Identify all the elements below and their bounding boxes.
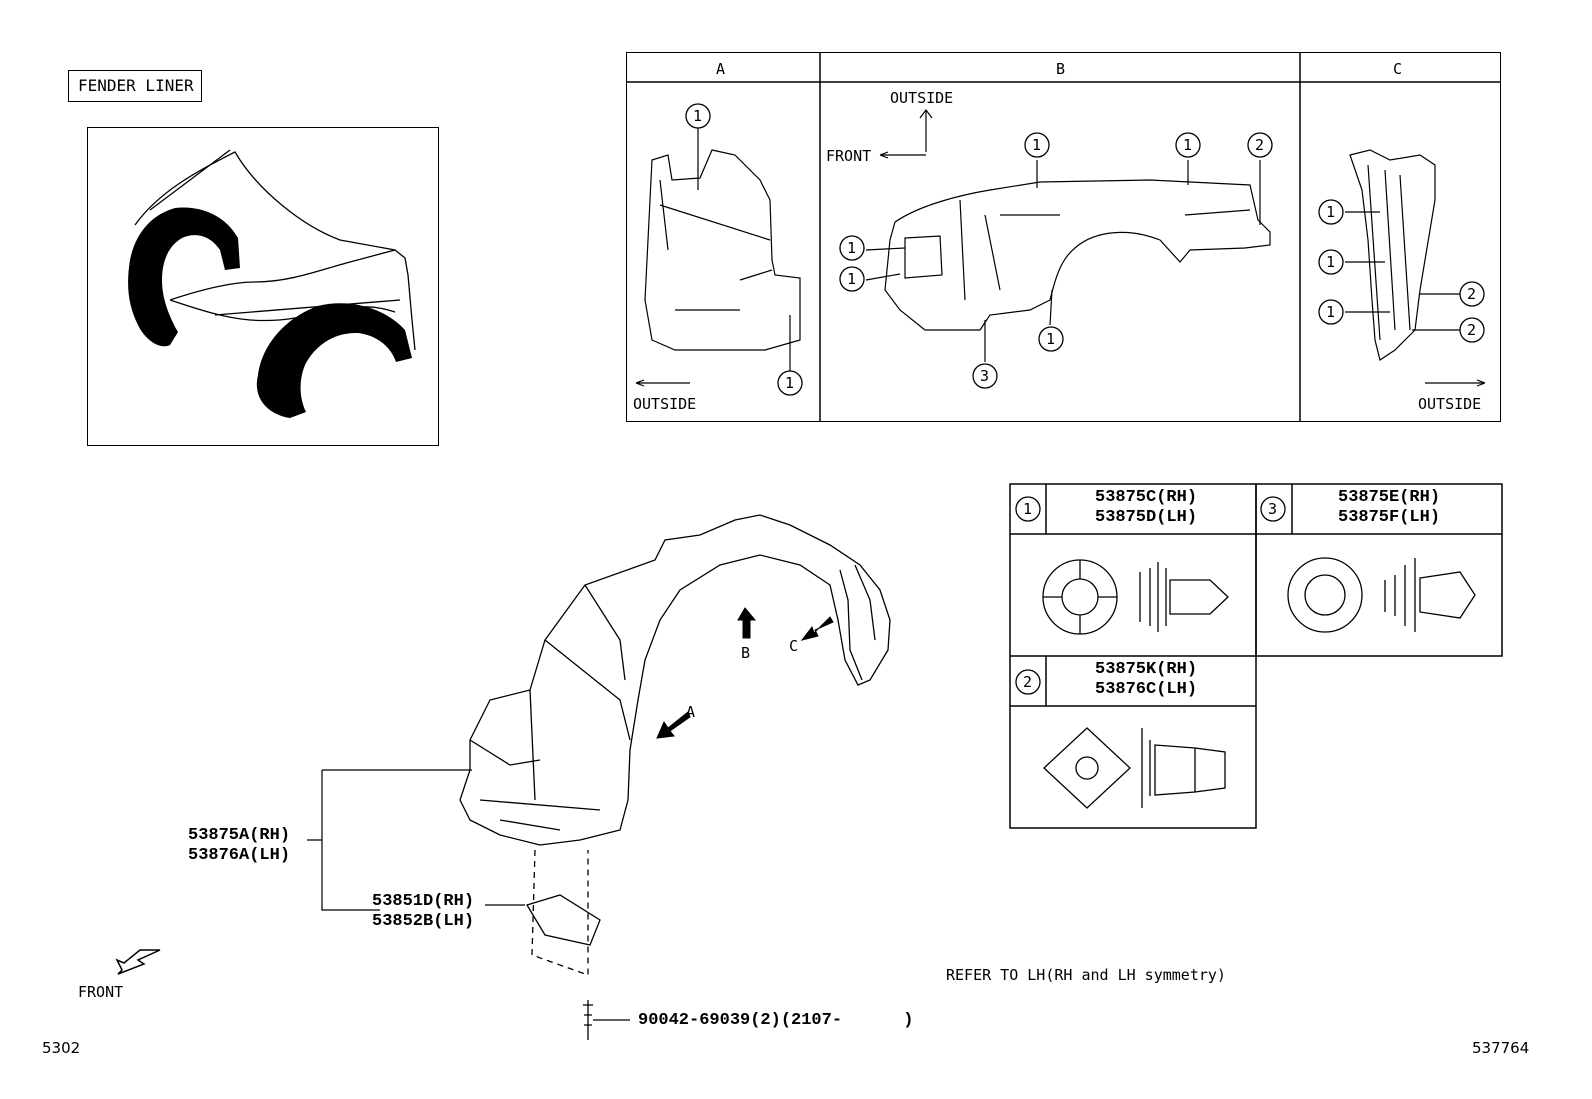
view-c-callout-1: 1	[1326, 203, 1336, 221]
view-a-outside-label: OUTSIDE	[633, 395, 697, 413]
view-b-callout-6: 1	[1046, 330, 1056, 348]
clip-3-lh: 53875F(LH)	[1338, 508, 1441, 527]
view-frame-lines	[627, 53, 1500, 421]
clip-2-marker: 2	[1023, 673, 1033, 691]
view-b-front-label: FRONT	[826, 147, 872, 165]
view-b-callout-1: 1	[1032, 136, 1042, 154]
main-liner-drawing	[459, 514, 891, 1040]
clip-2-rh: 53875K(RH)	[1095, 660, 1198, 679]
clip-1-drawing	[1042, 559, 1229, 635]
overview-image-box	[87, 127, 439, 446]
clip-1-lh: 53875D(LH)	[1095, 508, 1198, 527]
part-seal-rh: 53851D(RH)	[372, 892, 475, 911]
overview-title: FENDER LINER	[78, 76, 194, 95]
clip-1-rh: 53875C(RH)	[1095, 488, 1198, 507]
arrow-label-c: C	[789, 637, 799, 655]
clip-2-drawing	[1043, 727, 1226, 809]
page-code-left: 5302	[42, 1039, 81, 1057]
part-liner-lh: 53876A(LH)	[188, 846, 291, 865]
arrow-label-b: B	[741, 644, 751, 662]
views-panel	[626, 52, 1501, 422]
part-seal-lh: 53852B(LH)	[372, 912, 475, 931]
part-liner-rh: 53875A(RH)	[188, 826, 291, 845]
view-b-callout-2: 1	[1183, 136, 1193, 154]
view-b-header: B	[1056, 60, 1066, 78]
view-c-header: C	[1393, 60, 1403, 78]
view-b-callout-7: 3	[980, 367, 990, 385]
view-a-header: A	[716, 60, 726, 78]
clip-2-lh: 53876C(LH)	[1095, 680, 1198, 699]
clip-3-marker: 3	[1268, 500, 1278, 518]
view-b-callout-4: 1	[847, 239, 857, 257]
view-a-drawing	[635, 125, 801, 387]
view-c-callout-5: 2	[1467, 321, 1477, 339]
view-c-callout-4: 2	[1467, 285, 1477, 303]
view-a-callout-2: 1	[785, 374, 795, 392]
clip-table	[1009, 483, 1503, 829]
clip-3-rh: 53875E(RH)	[1338, 488, 1441, 507]
view-b-callout-3: 2	[1255, 136, 1265, 154]
view-c-outside-label: OUTSIDE	[1418, 395, 1482, 413]
view-a-callout-1: 1	[693, 107, 703, 125]
leader-lines	[307, 769, 525, 911]
view-b-outside-label: OUTSIDE	[890, 89, 954, 107]
overview-liner-black	[128, 207, 412, 418]
view-c-callout-3: 1	[1326, 303, 1336, 321]
direction-arrows	[115, 607, 834, 975]
page-code-right: 537764	[1472, 1039, 1530, 1057]
clip-1-marker: 1	[1023, 500, 1033, 518]
front-label: FRONT	[78, 983, 124, 1001]
view-c-drawing	[1345, 149, 1486, 387]
part-bolt: 90042-69039(2)(2107- )	[638, 1011, 914, 1030]
view-b-callout-5: 1	[847, 270, 857, 288]
arrow-label-a: A	[686, 703, 696, 721]
symmetry-note: REFER TO LH(RH and LH symmetry)	[946, 966, 1226, 984]
clip-3-drawing	[1287, 557, 1476, 633]
overview-title-box	[68, 70, 202, 102]
view-c-callout-2: 1	[1326, 253, 1336, 271]
view-b-drawing	[865, 109, 1271, 362]
